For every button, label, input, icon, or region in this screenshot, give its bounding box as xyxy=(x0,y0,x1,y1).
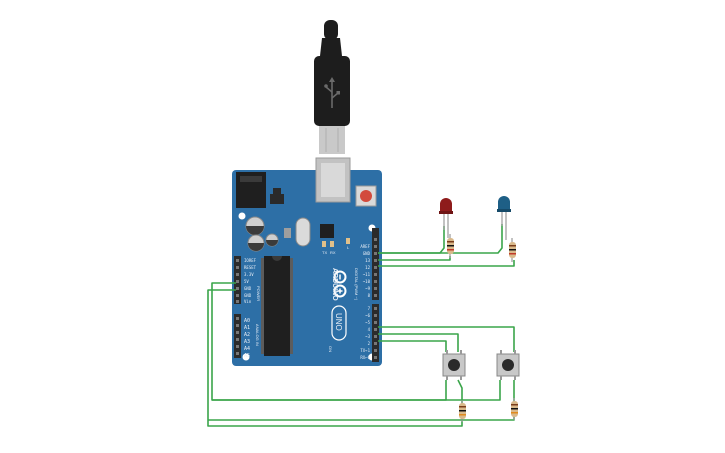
uno-badge: UNO xyxy=(331,305,347,341)
rx-label: RX xyxy=(330,250,336,255)
svg-text:AREF: AREF xyxy=(360,244,370,249)
wire-gnd-to-button-resistor-2[interactable] xyxy=(208,414,515,421)
crystal-oscillator xyxy=(295,217,311,247)
power-label: POWER xyxy=(256,286,261,301)
svg-text:TX→1: TX→1 xyxy=(360,348,370,353)
capacitors xyxy=(245,216,279,252)
digital-label: DIGITAL (PWM ~) xyxy=(354,268,359,301)
analog-header[interactable] xyxy=(234,314,241,358)
svg-text:5V: 5V xyxy=(244,279,249,284)
svg-text:A2: A2 xyxy=(244,332,250,338)
tx-label: TX xyxy=(322,250,327,255)
svg-text:IOREF: IOREF xyxy=(244,258,257,263)
svg-text:RX←0: RX←0 xyxy=(360,355,370,360)
led-resistor-2[interactable] xyxy=(509,238,516,262)
led-resistor-1[interactable] xyxy=(447,234,454,258)
svg-text:8: 8 xyxy=(368,293,371,298)
arduino-logo xyxy=(333,270,347,298)
wire-pin13-to-red-resistor[interactable] xyxy=(378,256,451,261)
wire-pin4-to-button2[interactable] xyxy=(378,326,515,352)
svg-text:7: 7 xyxy=(368,306,371,311)
usb-chip xyxy=(320,224,334,238)
svg-text:2: 2 xyxy=(368,341,371,346)
svg-text:GND: GND xyxy=(244,286,252,291)
svg-text:Vin: Vin xyxy=(244,299,252,304)
svg-text:~10: ~10 xyxy=(363,279,371,284)
svg-text:~5: ~5 xyxy=(365,320,370,325)
wires[interactable] xyxy=(207,224,515,427)
red-led-dome xyxy=(440,198,452,212)
wire-pin12-to-blue-resistor[interactable] xyxy=(378,260,515,267)
red-led[interactable] xyxy=(439,198,453,238)
atmega-chip xyxy=(261,256,293,356)
on-label: ON xyxy=(328,346,333,352)
l-led-label: L xyxy=(347,245,350,250)
blue-led[interactable] xyxy=(497,196,511,240)
svg-text:12: 12 xyxy=(365,265,370,270)
svg-text:A1: A1 xyxy=(244,325,250,331)
pushbutton-1-cap xyxy=(448,359,460,371)
svg-text:A0: A0 xyxy=(244,318,250,324)
svg-text:~11: ~11 xyxy=(363,272,371,277)
usb-cable-strain-relief xyxy=(320,38,342,56)
svg-text:RESET: RESET xyxy=(244,265,257,270)
arduino-board[interactable]: TX RX L ARDUINO UNO ON xyxy=(232,157,382,366)
usb-icon xyxy=(324,77,340,108)
svg-text:3.3V: 3.3V xyxy=(244,272,254,277)
blue-led-dome xyxy=(498,196,510,210)
svg-text:~3: ~3 xyxy=(365,334,370,339)
usb-plug-metal xyxy=(319,126,345,154)
svg-text:13: 13 xyxy=(365,258,370,263)
wire-gnd-to-blue-led[interactable] xyxy=(378,224,503,254)
pushbutton-1[interactable] xyxy=(442,350,466,380)
pushbutton-2-cap xyxy=(502,359,514,371)
digital-header-lower[interactable] xyxy=(372,304,379,362)
svg-text:~9: ~9 xyxy=(365,286,370,291)
usb-cable-cord xyxy=(324,20,338,40)
svg-text:~6: ~6 xyxy=(365,313,370,318)
arduino-wordmark: ARDUINO xyxy=(331,268,338,301)
voltage-regulator xyxy=(270,194,284,204)
power-header[interactable] xyxy=(234,256,241,304)
digital-pin-labels-upper: AREF GND 13 12 ~11 ~10 ~9 8 xyxy=(360,244,370,298)
svg-text:A3: A3 xyxy=(244,339,250,345)
power-pin-labels: IOREF RESET 3.3V 5V GND GND Vin xyxy=(244,258,257,304)
svg-text:GND: GND xyxy=(244,293,252,298)
digital-header-upper[interactable] xyxy=(372,228,379,300)
wire-pin3-to-button1[interactable] xyxy=(378,333,459,352)
wire-5v-to-button2[interactable] xyxy=(212,380,501,401)
svg-text:A4: A4 xyxy=(244,346,250,352)
button-resistor-2[interactable] xyxy=(511,398,518,420)
wire-gnd-to-button-resistors[interactable] xyxy=(207,289,463,427)
wire-gnd-to-leds[interactable] xyxy=(378,226,445,254)
uno-label: UNO xyxy=(334,313,343,331)
analog-pin-labels: A0 A1 A2 A3 A4 A5 xyxy=(244,318,250,359)
pushbutton-2[interactable] xyxy=(496,350,520,380)
button-resistor-1[interactable] xyxy=(459,400,466,422)
svg-text:A5: A5 xyxy=(244,353,250,359)
analog-in-label: ANALOG IN xyxy=(255,324,260,346)
usb-cable[interactable] xyxy=(314,20,350,154)
digital-pin-labels-lower: 7 ~6 ~5 4 ~3 2 TX→1 RX←0 xyxy=(360,306,370,360)
svg-text:4: 4 xyxy=(368,327,371,332)
svg-text:GND: GND xyxy=(363,251,371,256)
wire-pin2-to-button1[interactable] xyxy=(378,340,447,352)
